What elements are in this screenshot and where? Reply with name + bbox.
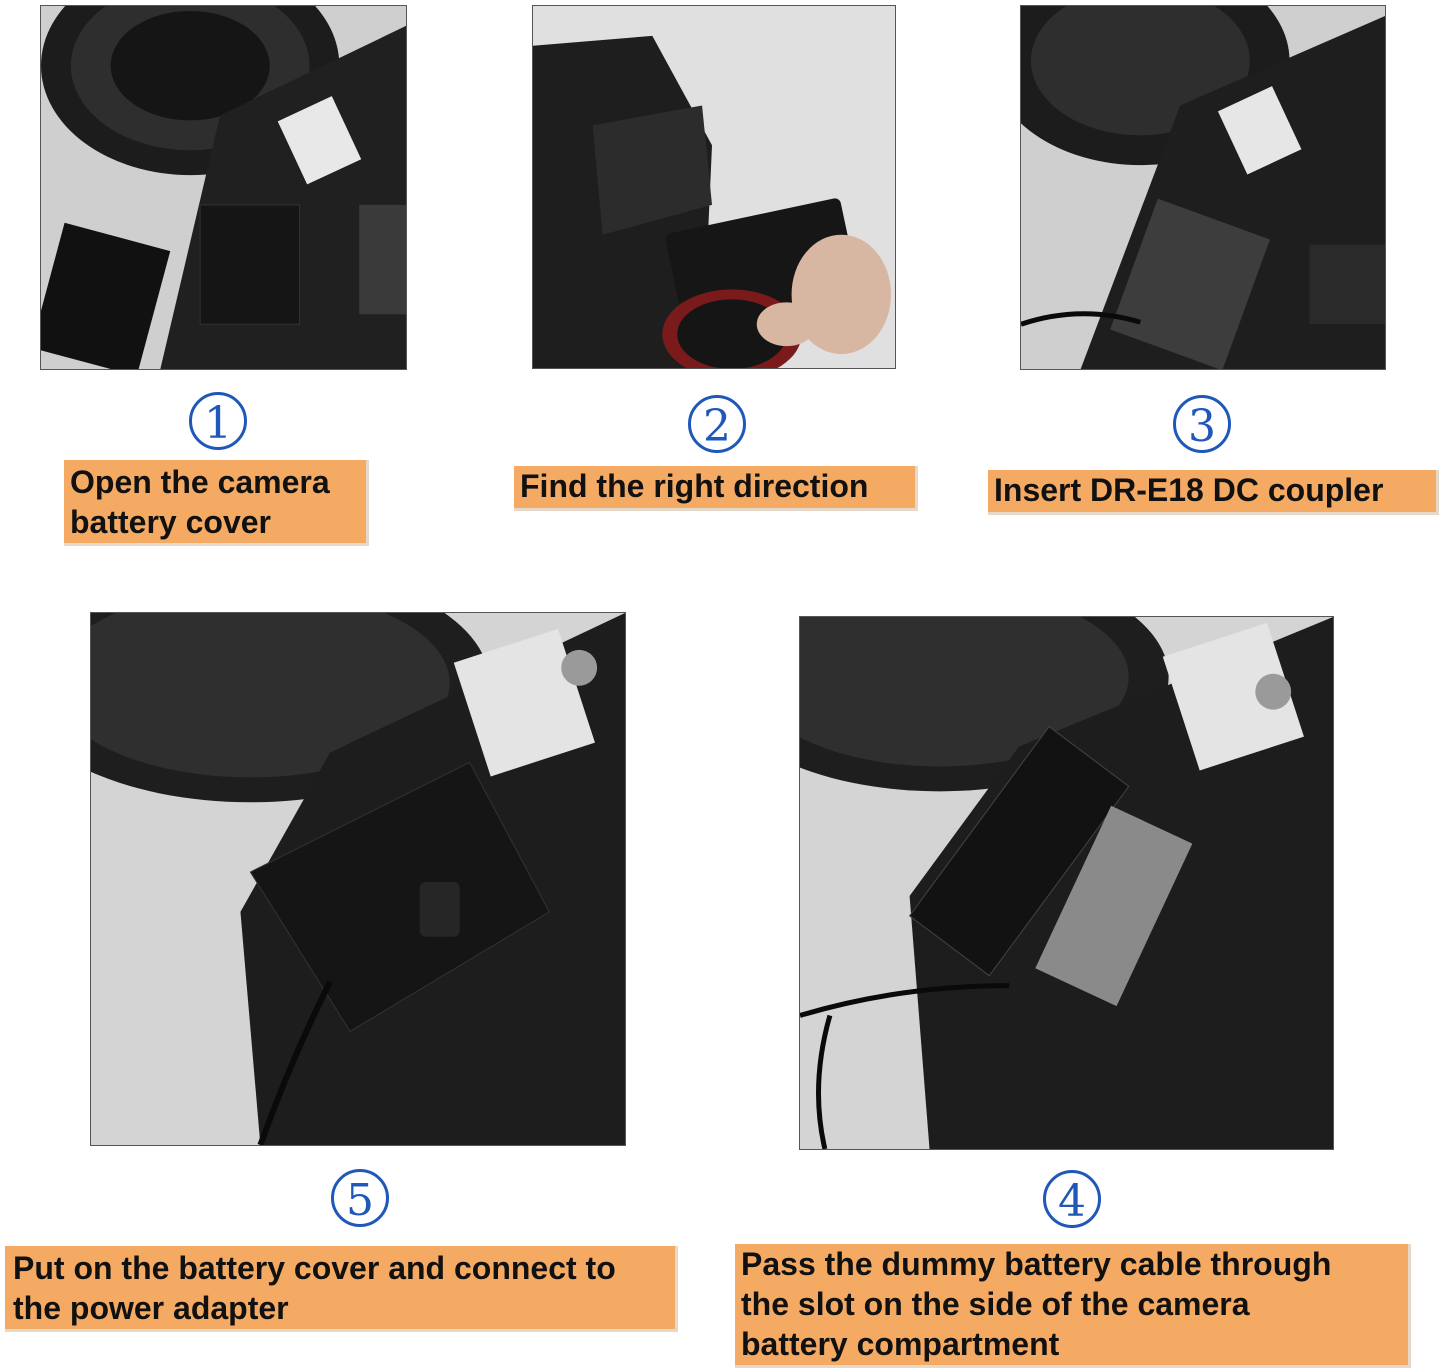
step-3-photo: [1020, 5, 1386, 370]
coupler-inserted-illustration: [1021, 6, 1385, 369]
step-1-caption: Open the camera battery cover: [64, 460, 369, 546]
step-3-number: 3: [1173, 395, 1231, 453]
coupler-orientation-illustration: [533, 6, 895, 368]
step-2-photo: [532, 5, 896, 369]
step-5-number: 5: [331, 1169, 389, 1227]
step-3-caption: Insert DR-E18 DC coupler: [988, 470, 1439, 515]
step-4-photo: [799, 616, 1334, 1150]
step-5-photo: [90, 612, 626, 1146]
step-4-number: 4: [1043, 1170, 1101, 1228]
step-2-number: 2: [688, 395, 746, 453]
cable-through-slot-illustration: [800, 617, 1333, 1149]
step-2-caption: Find the right direction: [514, 466, 918, 511]
step-1-photo: [40, 5, 407, 370]
cover-closed-cable-out-illustration: [91, 613, 625, 1145]
step-1-number: 1: [189, 392, 247, 450]
step-4-caption: Pass the dummy battery cable through the…: [735, 1244, 1411, 1368]
step-5-caption: Put on the battery cover and connect to …: [5, 1246, 678, 1332]
camera-battery-cover-open-illustration: [41, 6, 406, 369]
